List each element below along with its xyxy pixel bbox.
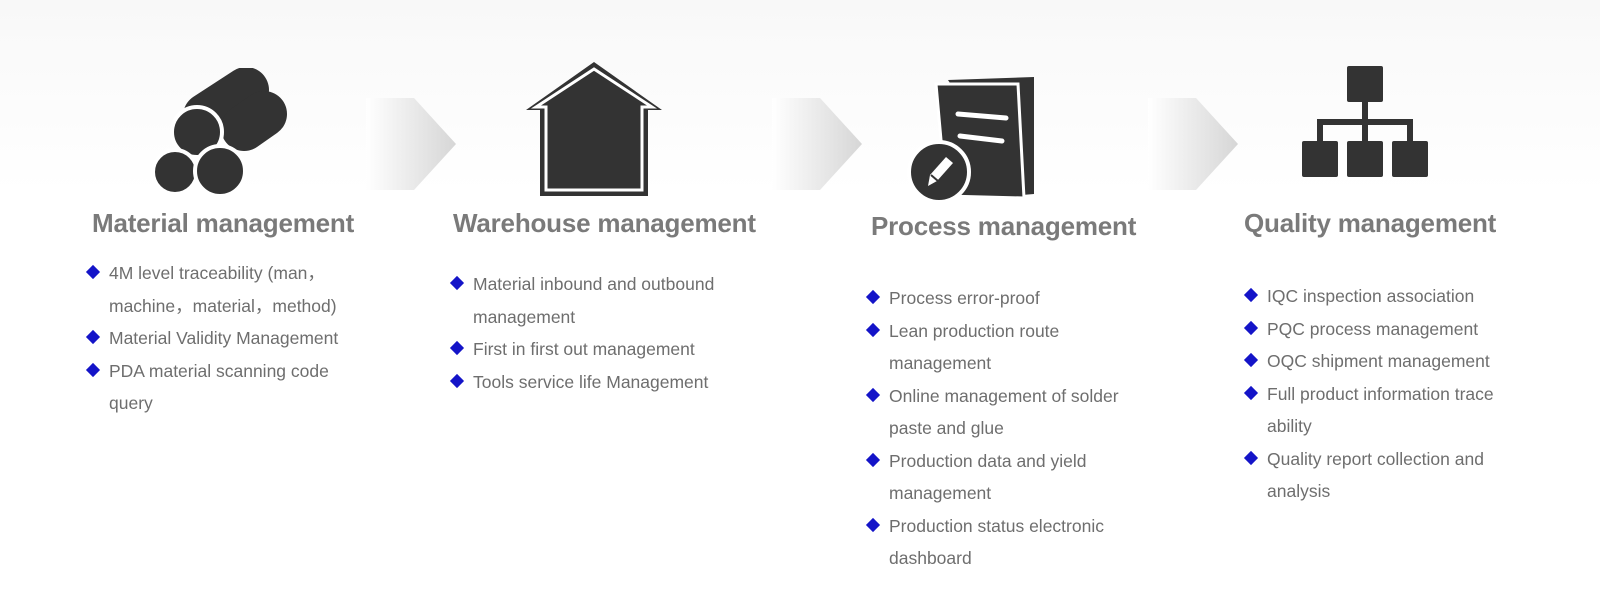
house-icon [524,60,664,200]
diamond-bullet-icon [1243,352,1259,368]
list-item: PQC process management [1243,313,1534,346]
list-item: Production data and yield management [865,445,1161,510]
list-item: Material inbound and outbound management [449,268,750,333]
step-title-quality: Quality management [1244,208,1497,238]
step-list-warehouse: Material inbound and outbound management… [449,268,750,399]
list-item: Tools service life Management [449,366,750,399]
list-item: OQC shipment management [1243,345,1534,378]
diamond-bullet-icon [449,340,465,356]
chevron-arrow-icon [772,98,868,194]
step-title-process: Process management [871,211,1137,241]
step-list-process: Process error-proof Lean production rout… [865,282,1161,575]
diamond-bullet-icon [1243,385,1259,400]
list-item: Full product information trace ability [1243,378,1534,443]
diamond-bullet-icon [449,275,465,291]
diamond-bullet-icon [85,264,101,280]
diamond-bullet-icon [865,322,881,337]
chevron-arrow-icon [1148,98,1244,194]
list-item: IQC inspection association [1243,280,1534,313]
diamond-bullet-icon [85,329,101,345]
step-list-material: 4M level traceability (man，machine，mater… [85,257,346,420]
step-title-material: Material management [92,208,355,238]
diamond-bullet-icon [85,362,101,377]
step-title-warehouse: Warehouse management [453,208,756,238]
list-item: Lean production route management [865,315,1161,380]
org-chart-icon [1302,66,1428,180]
diamond-bullet-icon [865,387,881,402]
list-item: Online management of solder paste and gl… [865,380,1161,445]
diamond-bullet-icon [865,289,881,305]
step-list-quality: IQC inspection association PQC process m… [1243,280,1534,508]
diamond-bullet-icon [1243,287,1259,303]
list-item: Production status electronic dashboard [865,510,1161,575]
list-item: PDA material scanning code query [85,355,346,420]
chevron-arrow-icon [366,98,462,194]
diamond-bullet-icon [865,452,881,467]
list-item: 4M level traceability (man，machine，mater… [85,257,346,322]
list-item: Material Validity Management [85,322,346,355]
diamond-bullet-icon [449,373,465,388]
pipes-icon [150,68,290,200]
list-item: Process error-proof [865,282,1161,315]
diamond-bullet-icon [1243,450,1259,465]
list-item: First in first out management [449,333,750,366]
diamond-bullet-icon [1243,320,1259,335]
document-edit-icon [906,74,1042,204]
diamond-bullet-icon [865,517,881,532]
list-item: Quality report collection and analysis [1243,443,1534,508]
